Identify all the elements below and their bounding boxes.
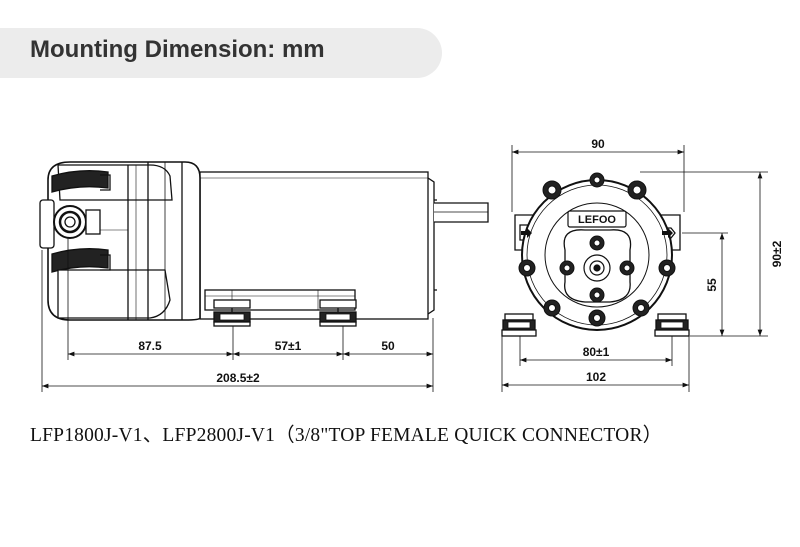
front-foot-right — [654, 313, 690, 337]
bolt-icon — [589, 172, 605, 188]
top-width-label: 90 — [591, 137, 605, 151]
bolt-icon — [632, 299, 650, 317]
hole-spacing-label: 80±1 — [583, 345, 610, 359]
rubber-foot-left — [213, 299, 251, 327]
model-caption: LFP1800J-V1、LFP2800J-V1（3/8"TOP FEMALE Q… — [30, 425, 663, 446]
dim-57-label: 57±1 — [275, 339, 302, 353]
front-dimensions — [501, 145, 768, 392]
dim-50-label: 50 — [381, 339, 395, 353]
logo-text: LEFOO — [578, 214, 616, 226]
pump-head — [47, 161, 201, 321]
height-label: 90±2 — [770, 240, 784, 267]
bolt-icon — [542, 180, 562, 200]
bolt-icon — [559, 260, 575, 276]
page-title: Mounting Dimension: mm — [30, 36, 325, 63]
bolt-icon — [543, 299, 561, 317]
bolt-icon — [589, 235, 605, 251]
mount-height-label: 55 — [705, 278, 719, 292]
side-view — [39, 161, 489, 327]
bolt-icon — [627, 180, 647, 200]
side-dimensions — [41, 238, 434, 392]
center-hub — [583, 254, 611, 282]
bolt-icon — [589, 287, 605, 303]
bolt-icon — [658, 259, 676, 277]
bolts — [518, 172, 676, 327]
overall-length-label: 208.5±2 — [216, 371, 260, 385]
bolt-icon — [619, 260, 635, 276]
bolt-icon — [588, 309, 606, 327]
flow-arrow-icon — [521, 228, 673, 238]
rubber-foot-right — [319, 299, 357, 327]
header-bar — [0, 28, 442, 78]
bolt-icon — [518, 259, 536, 277]
outlet-fitting — [39, 199, 101, 249]
base-width-label: 102 — [586, 370, 606, 384]
front-foot-left — [501, 313, 537, 337]
lefoo-logo: LEFOO — [567, 210, 627, 228]
power-cable — [434, 202, 489, 223]
dim-87-5-label: 87.5 — [138, 339, 162, 353]
